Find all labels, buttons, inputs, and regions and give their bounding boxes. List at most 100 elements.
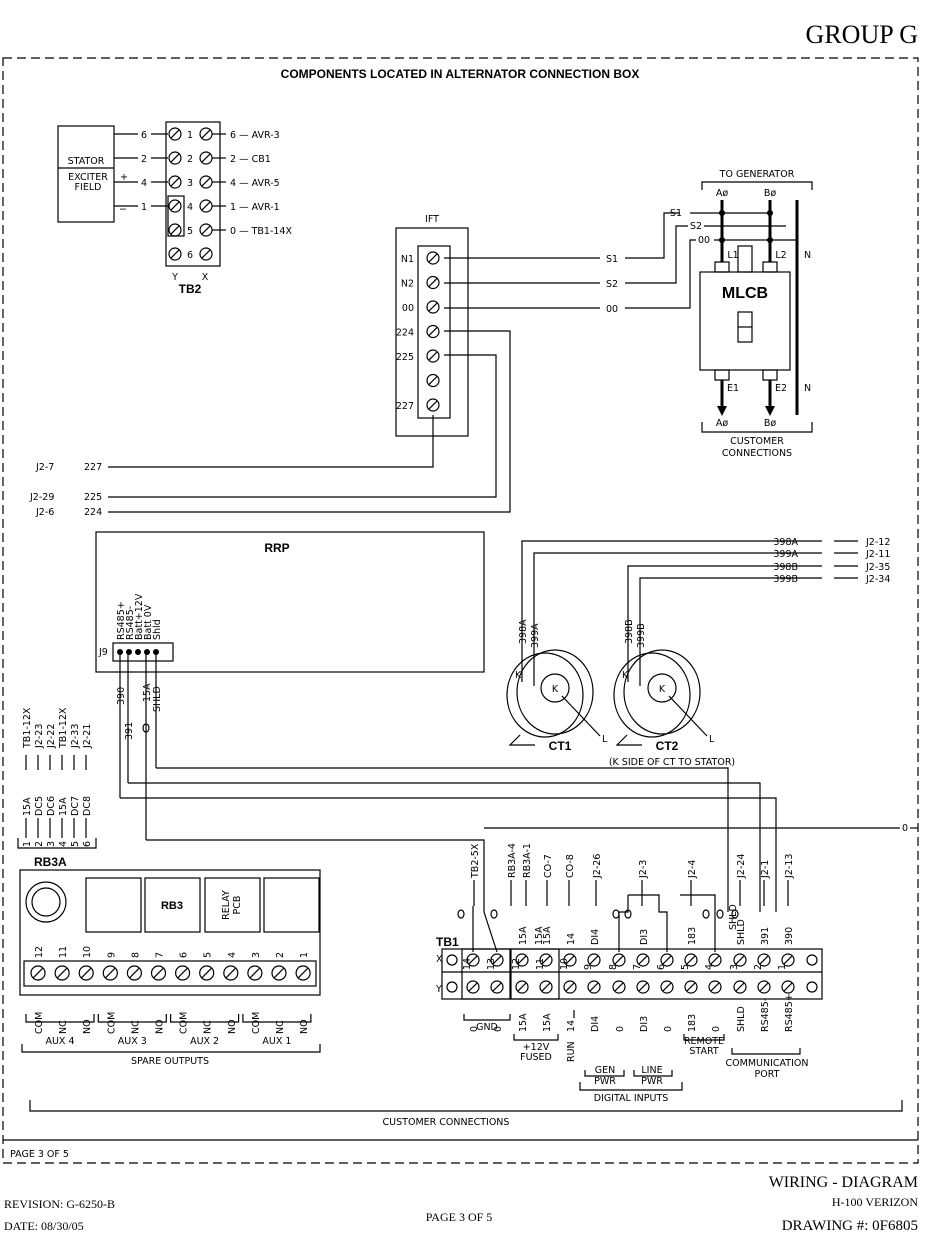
- tb2-num-1: 1: [187, 130, 193, 141]
- rb3a-screw-4: [102, 965, 118, 981]
- tb1-screw-y-1: [466, 980, 480, 994]
- tb1-bottom-3: 15A: [518, 1013, 529, 1032]
- mlcb-customer-2: CONNECTIONS: [722, 448, 792, 459]
- rb3a-term-func-5: NC: [130, 1020, 141, 1034]
- tb1-bottom-10: 183: [687, 1014, 698, 1032]
- tb1-bottom-14: RS485+: [784, 993, 795, 1032]
- phase-a-bot: Aø: [716, 418, 728, 429]
- rb3a-term-num-1: 12: [34, 946, 45, 958]
- rb3a-plug-wire-3: DC6: [46, 796, 57, 816]
- rb3a-plug-dest-6: J2-21: [82, 724, 93, 749]
- digital-inputs-label: DIGITAL INPUTS: [594, 1093, 669, 1104]
- ct2-kside: K: [622, 670, 629, 681]
- tb1-bottom-1: 0: [469, 1026, 480, 1032]
- rb3a-term-func-3: NO: [82, 1019, 93, 1034]
- tb1-screw-x-8: [636, 953, 650, 967]
- gen-label: GEN: [595, 1065, 615, 1076]
- ct-wire-vlabel-1: 398A: [518, 619, 529, 644]
- tb1-screw-y-5: [563, 980, 577, 994]
- ct2-ring: [613, 652, 691, 738]
- tb1-screw-y-10: [684, 980, 698, 994]
- tb1-screw-x-10: [684, 953, 698, 967]
- phase-a-top: Aø: [716, 188, 728, 199]
- rb3a-screw-10: [247, 965, 263, 981]
- ift-screw-7: [426, 398, 440, 412]
- tb2-label: TB2: [179, 282, 202, 296]
- rb3a-plug-dest-3: J2-22: [46, 724, 57, 749]
- tb1-screw-x-11: [708, 953, 722, 967]
- ct-wire-vlabel-2: 399A: [530, 623, 541, 648]
- tb1-num-2: 13: [486, 958, 497, 970]
- tb1-num-7: 8: [608, 964, 619, 970]
- ct-wire-vlabel-4: 399B: [636, 623, 647, 648]
- tb1-screw-x-1: [466, 953, 480, 967]
- rb3a-screw-9: [223, 965, 239, 981]
- line-label: LINE: [641, 1065, 662, 1076]
- rb3a-term-num-6: 7: [155, 952, 166, 958]
- customer-connections-label: CUSTOMER CONNECTIONS: [383, 1117, 510, 1128]
- rb3a-term-func-10: COM: [251, 1012, 262, 1034]
- ift-screw-1: [426, 251, 440, 265]
- rb3a-term-num-5: 8: [130, 952, 141, 958]
- tb1-dest-6: J2-26: [592, 854, 603, 879]
- tb1-top-wire-6: DI4: [590, 929, 601, 945]
- n-bot-label: N: [804, 383, 811, 394]
- rb3a-term-func-1: COM: [34, 1012, 45, 1034]
- footer-page: PAGE 3 OF 5: [426, 1210, 493, 1224]
- mlcb-breaker: TO GENERATOR Aø Bø S1 S2 00 L1 L2 N MLCB…: [670, 169, 813, 459]
- j9-pin-4: [144, 649, 150, 655]
- ct2-k: K: [659, 684, 666, 695]
- footer-revision: REVISION: G-6250-B: [4, 1197, 115, 1211]
- mlcb-customer-1: CUSTOMER: [730, 436, 784, 447]
- tb1-screw-x-12: [733, 953, 747, 967]
- tb2-screw-y-5: [168, 223, 182, 237]
- rb3a-plug-wire-4: 15A: [58, 797, 69, 816]
- tb2-y-label: Y: [171, 272, 178, 283]
- gen-pwr-label: PWR: [594, 1076, 616, 1087]
- rb3a-term-num-3: 10: [82, 946, 93, 958]
- j2-29-wire: 225: [84, 492, 102, 503]
- tb1-bottom-12: SHLD: [736, 1006, 747, 1032]
- tb1-jumper-ring-6: [716, 909, 724, 919]
- tb1-dest-9: J2-24: [736, 854, 747, 879]
- field-label: FIELD: [75, 182, 102, 193]
- tb1-dest-7: J2-3: [638, 860, 649, 879]
- ift-label: IFT: [425, 214, 439, 225]
- ift-screw-2: [426, 275, 440, 290]
- ift-out-s1: S1: [606, 254, 618, 265]
- tb1-dest-4: CO-7: [543, 854, 554, 878]
- tb2-right-2: 2 — CB1: [230, 154, 271, 165]
- rb3a-term-num-12: 1: [299, 952, 310, 958]
- run-label: RUN: [566, 1041, 577, 1062]
- rb3a-term-func-7: COM: [179, 1012, 190, 1034]
- plus-label: +: [120, 172, 128, 183]
- tb1-bottom-8: DI3: [639, 1016, 650, 1032]
- ct-wire-num-4: 399B: [773, 574, 798, 585]
- j9-pin-label-3: Batt+12V: [134, 593, 145, 640]
- rrp-label: RRP: [264, 541, 289, 555]
- ct-wire-3: [627, 565, 822, 682]
- tb2-num-2: 2: [187, 154, 193, 165]
- ct1-l: L: [602, 734, 608, 745]
- s2-label: S2: [690, 221, 702, 232]
- rb3a-term-num-10: 3: [251, 952, 262, 958]
- tb1-screw-y-4: [539, 980, 553, 994]
- tb2-num-4: 4: [187, 202, 193, 213]
- rb3a-relay-board: 115ATB1-12X2DC5J2-233DC6J2-22415ATB1-12X…: [17, 707, 321, 1067]
- rb3a-term-func-12: NO: [299, 1019, 310, 1034]
- ct-wire-pin-3: J2-35: [865, 562, 890, 573]
- tb2-num-5: 5: [187, 226, 193, 237]
- rrp-wire-shld: SHLD: [152, 686, 163, 712]
- ct-wire-2: [533, 552, 822, 686]
- rb3a-term-num-11: 2: [275, 952, 286, 958]
- rb3a-aux-2: AUX 3: [118, 1036, 147, 1047]
- tb2-screw-x-6: [199, 247, 213, 261]
- tb2-left-3: 4: [141, 178, 147, 189]
- rb3a-aux-3: AUX 2: [190, 1036, 219, 1047]
- tb1-screw-y-12: [733, 980, 747, 994]
- rb3a-term-num-2: 11: [58, 946, 69, 958]
- tb1-top-wire-3: 15A: [518, 926, 529, 945]
- line-pwr-label: PWR: [641, 1076, 663, 1087]
- rb3a-term-num-9: 4: [227, 952, 238, 958]
